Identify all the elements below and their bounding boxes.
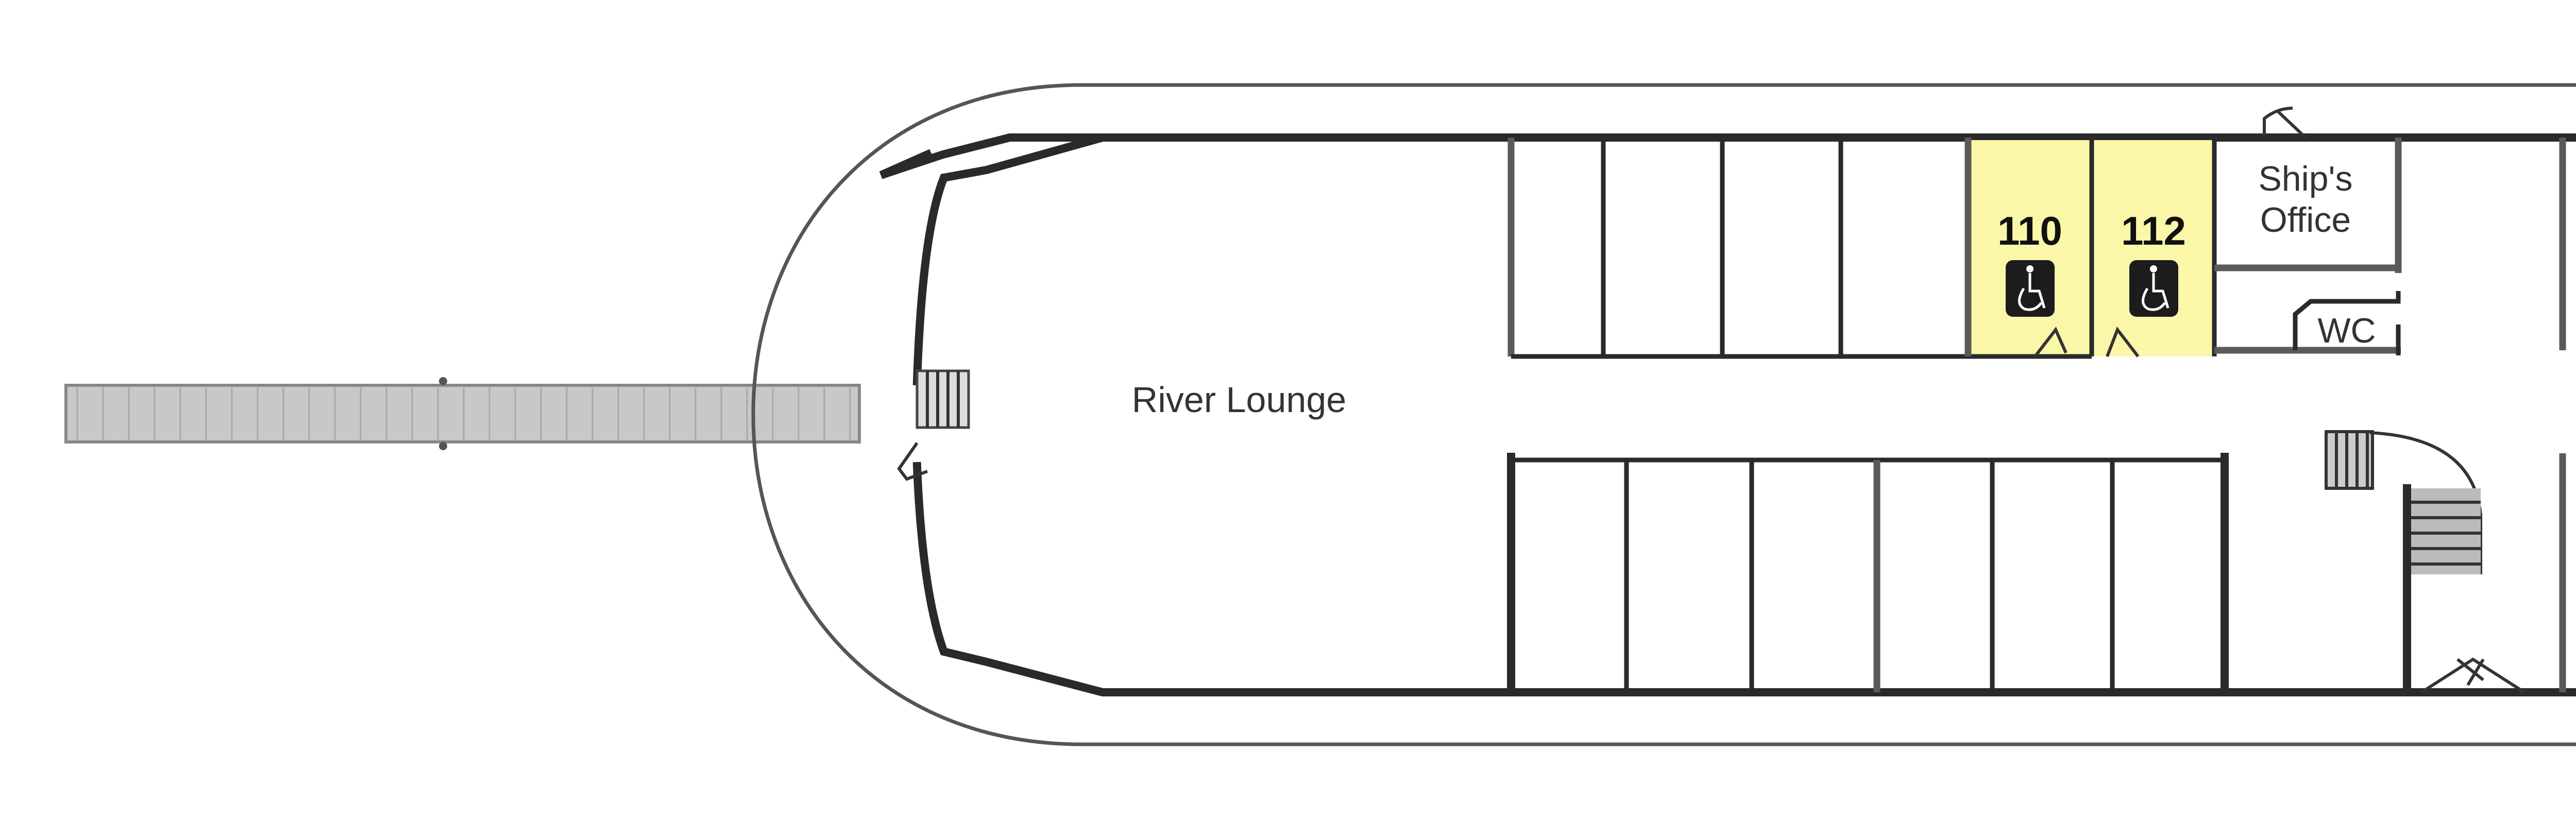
bow-stairs <box>897 369 970 481</box>
wheelchair-icon <box>2129 260 2178 317</box>
lounge-bow-wall <box>879 133 1515 386</box>
river-lounge-label: River Lounge <box>1132 380 1346 420</box>
cabin-number: 112 <box>2121 208 2186 253</box>
central-staircase <box>2325 430 2526 696</box>
bottom-cabins <box>1507 453 2229 696</box>
ships-office-label: Office <box>2260 200 2351 240</box>
cabin-112[interactable]: 112 <box>2121 208 2186 317</box>
wheelchair-icon <box>2006 260 2055 317</box>
hull-outline <box>751 83 2576 746</box>
cabin-number: 110 <box>1997 208 2062 253</box>
top-cabins <box>1507 138 2217 359</box>
wc: WC <box>2214 291 2401 355</box>
ships-office-label: Ship's <box>2258 159 2352 198</box>
wc-label: WC <box>2317 311 2376 350</box>
gangway <box>64 377 861 450</box>
ships-office: Ship's Office <box>2214 107 2402 273</box>
cabin-110[interactable]: 110 <box>1997 208 2062 317</box>
